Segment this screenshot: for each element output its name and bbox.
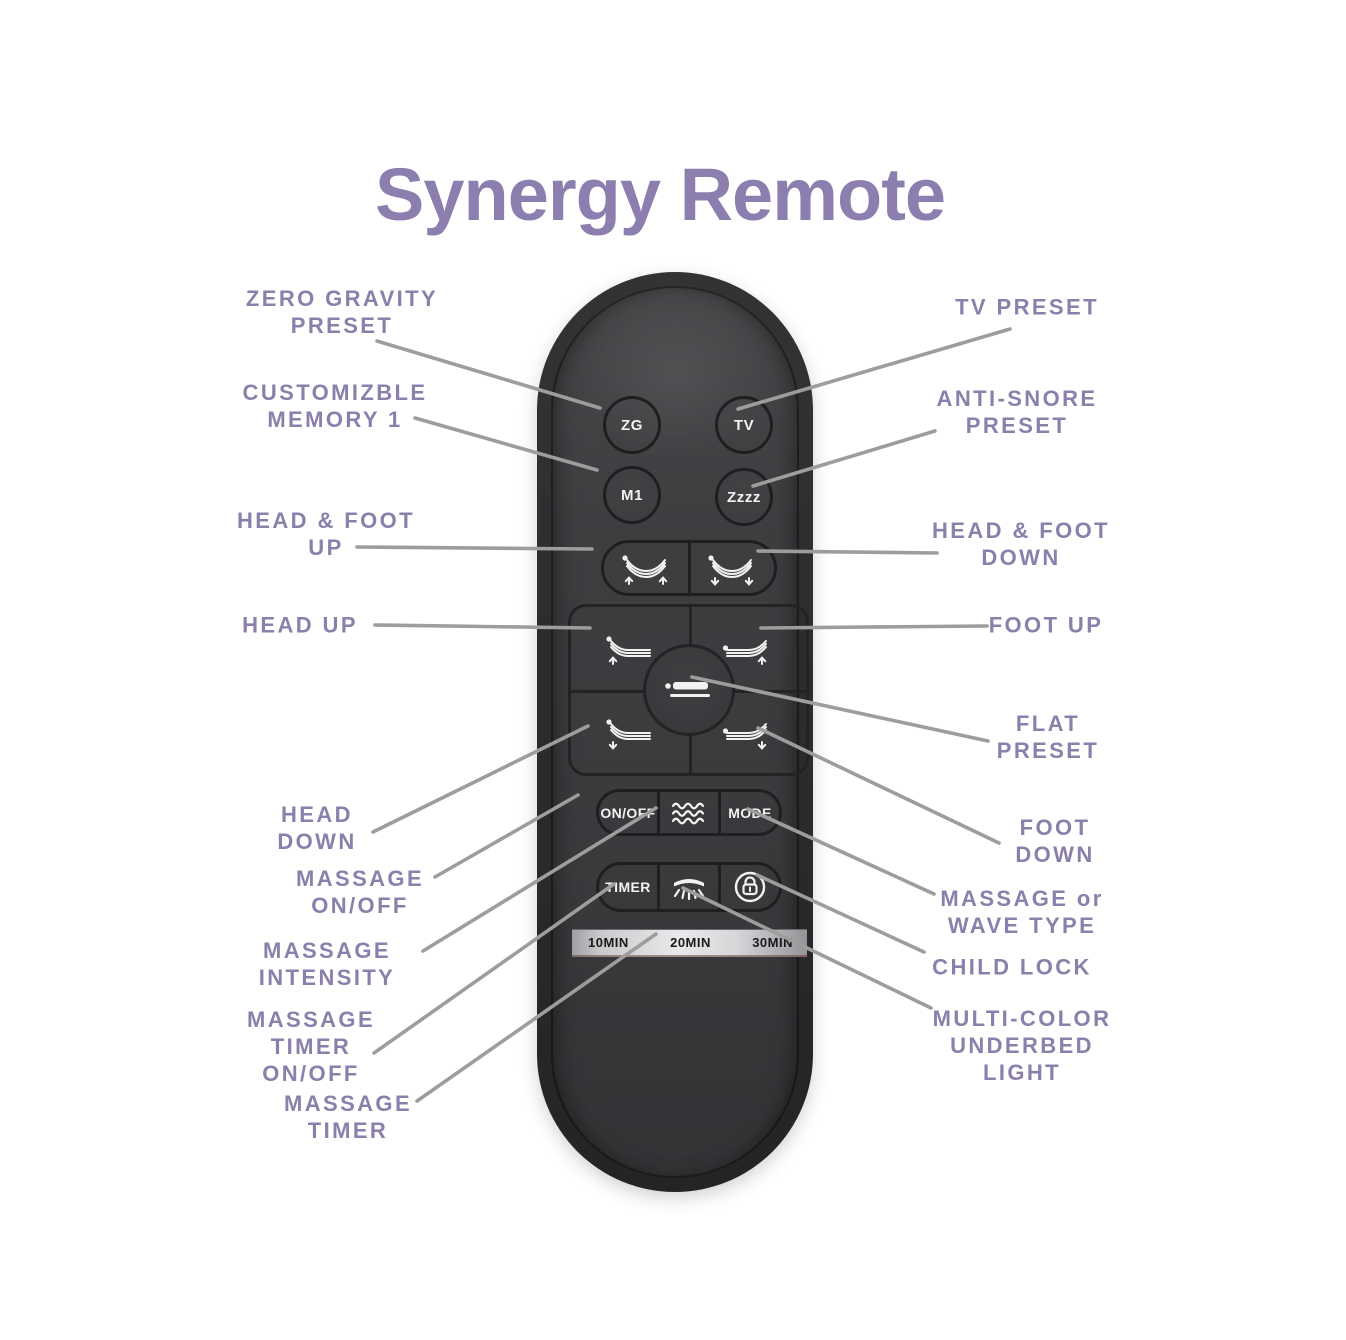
callout-zero-gravity-preset: ZERO GRAVITY PRESET [245, 286, 439, 338]
massage-timer-on-off-button[interactable]: TIMER [599, 865, 657, 909]
massage-intensity-button[interactable] [657, 792, 718, 833]
bed-head-down-icon [606, 718, 651, 750]
child-lock-button[interactable] [718, 865, 779, 909]
remote-face: ZG TV M1 Zzzz [551, 286, 809, 1178]
callout-child-lock: CHILD LOCK [932, 954, 1092, 980]
callout-head-down: HEAD DOWN [277, 802, 357, 854]
callout-massage-intensity: MASSAGE INTENSITY [258, 938, 396, 990]
memory1-button[interactable]: M1 [603, 466, 661, 524]
massage-timer-strip: 10MIN 20MIN 30MIN [572, 929, 807, 957]
anti-snore-button-label: Zzzz [726, 488, 762, 506]
bed-flat-icon [664, 682, 710, 697]
massage-row-2: TIMER [596, 862, 782, 912]
callout-foot-down: FOOT DOWN [1015, 815, 1095, 867]
callout-massage-timer-on-off: MASSAGE TIMER ON/OFF [246, 1006, 376, 1086]
bed-foot-down-icon [722, 722, 767, 750]
callout-head-foot-down: HEAD & FOOT DOWN [932, 518, 1110, 570]
head-foot-pill [601, 540, 777, 596]
head-foot-down-button[interactable] [687, 543, 775, 593]
anti-snore-button[interactable]: Zzzz [715, 468, 773, 526]
zg-button-label: ZG [620, 416, 644, 434]
page-title: Synergy Remote [375, 153, 946, 236]
head-down-button[interactable] [571, 690, 689, 773]
tv-button-label: TV [733, 416, 755, 434]
callout-massage-wave-type: MASSAGE or WAVE TYPE [940, 886, 1104, 938]
bed-head-foot-up-icon [622, 555, 667, 585]
massage-on-off-button[interactable]: ON/OFF [599, 792, 657, 833]
bed-head-foot-down-icon [708, 555, 754, 586]
timer-button-label: TIMER [605, 879, 651, 895]
callout-foot-up: FOOT UP [988, 612, 1104, 638]
memory1-button-label: M1 [620, 486, 644, 504]
zg-button[interactable]: ZG [603, 396, 661, 454]
callout-massage-timer: MASSAGE TIMER [283, 1091, 413, 1143]
callout-tv-preset: TV PRESET [955, 294, 1099, 320]
remote-body: ZG TV M1 Zzzz [537, 272, 813, 1192]
callout-head-foot-up: HEAD & FOOT UP [237, 508, 415, 560]
callout-flat-preset: FLAT PRESET [996, 711, 1100, 763]
head-up-button[interactable] [571, 607, 689, 690]
massage-wave-icon [671, 802, 705, 824]
flat-preset-button[interactable] [642, 644, 735, 736]
mode-button-label: MODE [728, 804, 772, 821]
bed-head-up-icon [606, 635, 651, 665]
timer-20min-label: 20MIN [670, 935, 711, 950]
callout-massage-on-off: MASSAGE ON/OFF [295, 866, 425, 918]
tv-button[interactable]: TV [715, 396, 773, 454]
callout-underbed-light: MULTI-COLOR UNDERBED LIGHT [932, 1005, 1112, 1085]
callout-anti-snore-preset: ANTI-SNORE PRESET [936, 386, 1098, 438]
head-foot-up-button[interactable] [604, 543, 688, 593]
underbed-light-icon [673, 879, 705, 901]
massage-row-1: ON/OFF MODE [596, 789, 782, 836]
bed-foot-up-icon [722, 639, 767, 665]
foot-up-button[interactable] [688, 607, 806, 690]
massage-on-off-label: ON/OFF [600, 804, 656, 821]
mode-button[interactable]: MODE [718, 792, 779, 833]
timer-30min-label: 30MIN [752, 935, 793, 950]
dpad [568, 604, 809, 776]
timer-10min-label: 10MIN [588, 935, 629, 950]
callout-head-up: HEAD UP [242, 612, 358, 638]
callout-customizable-memory1: CUSTOMIZBLE MEMORY 1 [242, 380, 428, 432]
underbed-light-button[interactable] [657, 865, 718, 909]
lock-icon [734, 871, 766, 903]
